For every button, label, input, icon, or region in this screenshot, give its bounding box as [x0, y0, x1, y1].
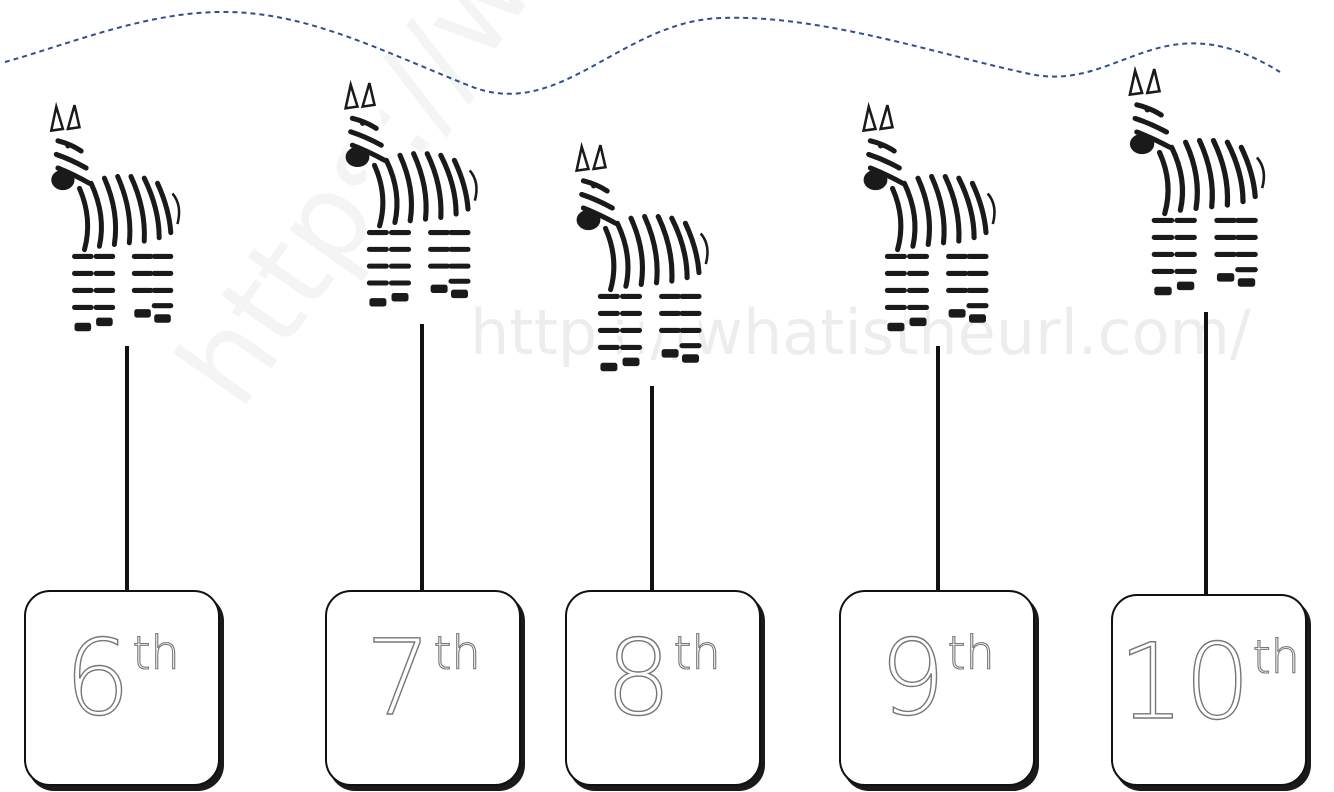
ordinal-box: 9th [839, 590, 1035, 786]
ordinal-number: 7 [365, 617, 433, 739]
zebra-icon [344, 83, 477, 306]
ordinal-box: 10th [1111, 594, 1307, 786]
zebra-icon [50, 105, 179, 331]
ordinal-suffix: th [947, 626, 995, 680]
ordinal-number: 10 [1118, 621, 1252, 743]
zebra-icon [575, 145, 708, 371]
ordinal-suffix: th [132, 626, 180, 680]
ordinal-box: 8th [565, 590, 761, 786]
ordinal-suffix: th [673, 626, 721, 680]
zebra-icon [862, 105, 995, 331]
ordinal-suffix: th [433, 626, 481, 680]
ordinal-box: 7th [325, 590, 521, 786]
ordinal-number: 6 [64, 617, 132, 739]
ordinal-number: 8 [605, 617, 673, 739]
wavy-border [4, 10, 1281, 95]
ordinal-suffix: th [1252, 630, 1300, 684]
ordinal-box: 6th [24, 590, 220, 786]
zebra-icon [1128, 69, 1264, 295]
ordinal-number: 9 [879, 617, 947, 739]
